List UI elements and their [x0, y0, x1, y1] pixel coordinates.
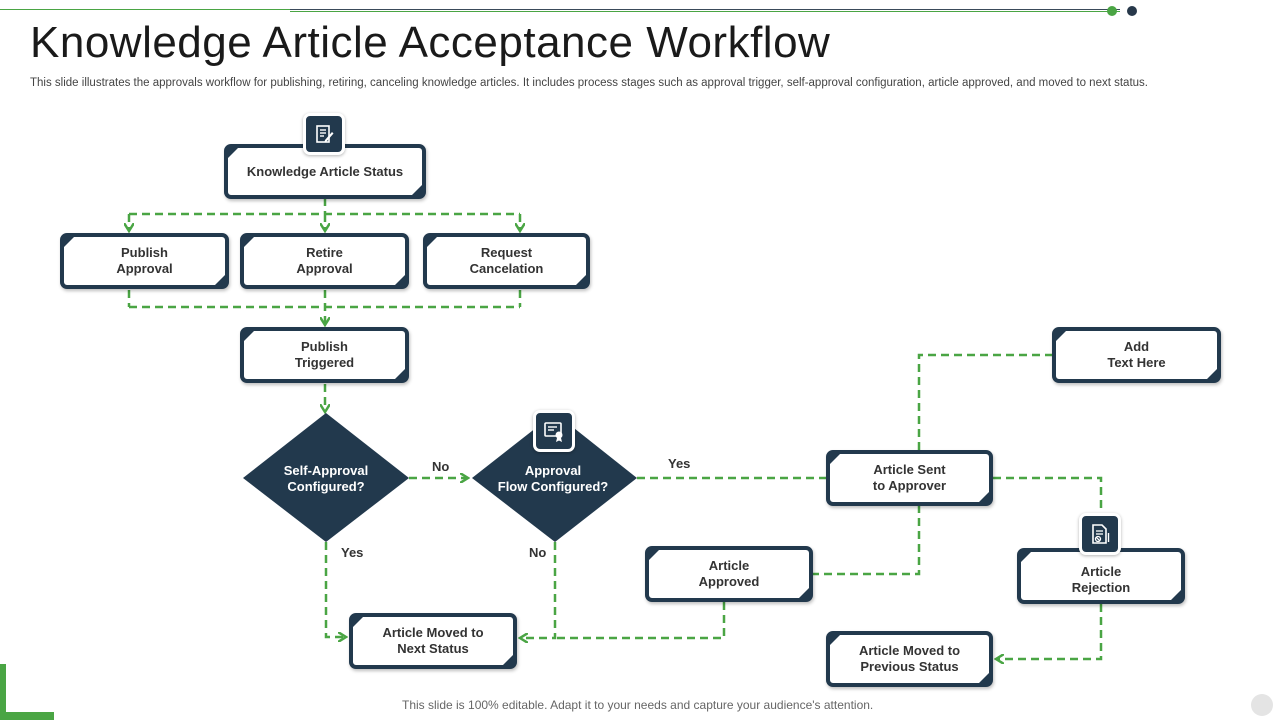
- header-rule-green: [0, 9, 290, 10]
- diamond-approval-flow-label: Approval Flow Configured?: [497, 463, 609, 494]
- connector-sent-to-approved: [813, 505, 921, 576]
- connector-rejection-to-previous: [998, 604, 1103, 659]
- certificate-icon: [533, 410, 575, 452]
- node-label: Article Moved to Next Status: [382, 625, 484, 656]
- connector-approved-to-next: [555, 602, 726, 640]
- node-label: Publish Approval: [116, 245, 173, 276]
- edge-label-no-approval: No: [529, 545, 547, 560]
- slide-nav-button[interactable]: [1251, 694, 1273, 716]
- footer-note: This slide is 100% editable. Adapt it to…: [402, 698, 874, 712]
- diamond-self-approval: [243, 413, 409, 542]
- connector-sent-to-rejection: [993, 476, 1103, 513]
- corner-accent-vertical: [0, 664, 6, 720]
- node-label: Add Text Here: [1107, 339, 1166, 370]
- node-label: Publish Triggered: [294, 339, 355, 370]
- edge-label-yes-self: Yes: [341, 545, 364, 560]
- diamond-self-approval-label: Self-Approval Configured?: [283, 463, 369, 494]
- node-label: Retire Approval: [296, 245, 353, 276]
- node-label: Knowledge Article Status: [246, 163, 404, 179]
- node-article-approved: Article Approved: [645, 546, 813, 602]
- connector-self-yes-down: [324, 542, 344, 637]
- header-rule-dark: [290, 9, 1120, 12]
- page-subtitle: This slide illustrates the approvals wor…: [30, 77, 1148, 89]
- page-title: Knowledge Article Acceptance Workflow: [30, 18, 831, 67]
- edge-label-no-self: No: [432, 459, 450, 474]
- node-label: Article Approved: [698, 558, 760, 589]
- node-publish-approval: Publish Approval: [60, 233, 229, 289]
- connector-approval-no-down: [522, 542, 557, 638]
- document-edit-icon: [303, 113, 345, 155]
- node-label: Article Rejection: [1071, 564, 1131, 595]
- node-moved-previous: Article Moved to Previous Status: [826, 631, 993, 687]
- node-article-sent: Article Sent to Approver: [826, 450, 993, 506]
- node-label: Article Sent to Approver: [872, 462, 947, 493]
- node-article-rejection: Article Rejection: [1017, 548, 1185, 604]
- connector-sent-to-addtext: [917, 353, 1053, 450]
- corner-accent-horizontal: [0, 712, 54, 720]
- document-reject-icon: [1079, 513, 1121, 555]
- node-request-cancelation: Request Cancelation: [423, 233, 590, 289]
- node-label: Request Cancelation: [469, 245, 544, 276]
- edge-label-yes-approval: Yes: [668, 456, 691, 471]
- node-add-text: Add Text Here: [1052, 327, 1221, 383]
- header-dot-green: [1107, 6, 1117, 16]
- node-label: Article Moved to Previous Status: [858, 643, 961, 674]
- diamond-approval-flow: [472, 413, 637, 542]
- node-publish-triggered: Publish Triggered: [240, 327, 409, 383]
- node-moved-next: Article Moved to Next Status: [349, 613, 517, 669]
- node-retire-approval: Retire Approval: [240, 233, 409, 289]
- header-dot-dark: [1127, 6, 1137, 16]
